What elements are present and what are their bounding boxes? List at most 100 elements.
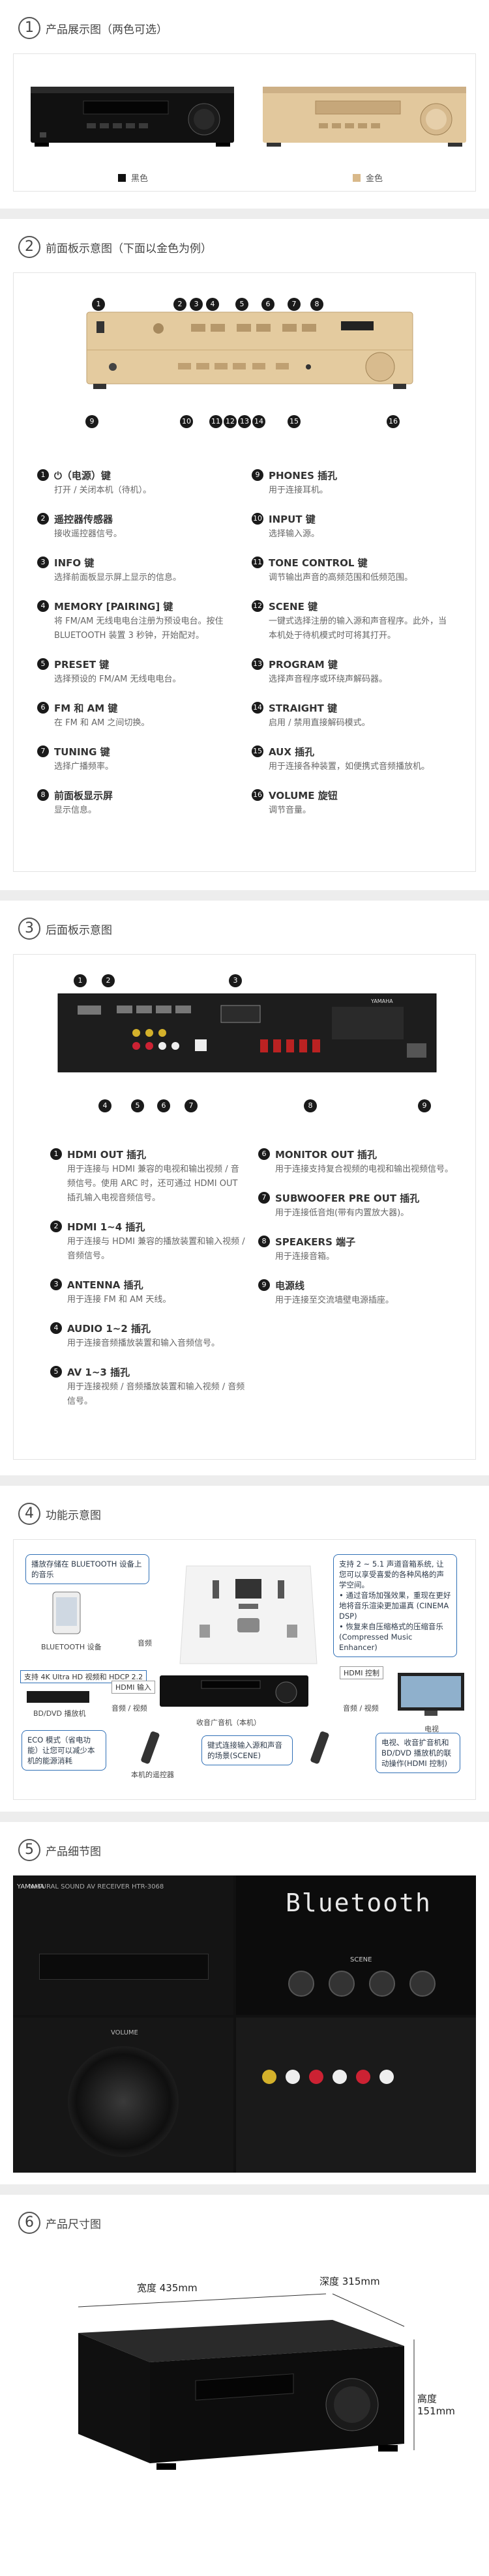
bd-player-image	[27, 1691, 89, 1703]
section-number: 3	[18, 918, 40, 940]
bt-note: 播放存储在 BLUETOOTH 设备上的音乐	[25, 1554, 149, 1584]
rear-callout-2: 2	[102, 974, 115, 987]
callout-2: 2	[173, 298, 186, 311]
callout-9: 9	[85, 415, 98, 428]
gold-receiver-image	[263, 87, 466, 147]
section-product-display: 1 产品展示图（两色可选）	[0, 0, 489, 209]
callout-7: 7	[288, 298, 301, 311]
rear-brand: YAMAHA	[370, 998, 393, 1004]
section-number: 2	[18, 236, 40, 258]
black-swatch	[118, 173, 126, 182]
gold-swatch	[353, 173, 361, 182]
detail-volume: VOLUME	[13, 2018, 233, 2173]
surround-note: 支持 2 ~ 5.1 声道音箱系统, 让您可以享受喜爱的各种风格的声学空间。 •…	[333, 1554, 457, 1657]
hdmi-link-note: 电视、收音扩音机和 BD/DVD 播放机的联动操作(HDMI 控制)	[376, 1733, 460, 1773]
product-photo-frame: 黑色 金色	[13, 53, 476, 192]
receiver-label: 收音广音机（本机）	[196, 1718, 261, 1727]
rear-callout-6: 6	[157, 1099, 170, 1112]
black-receiver-image	[31, 87, 234, 147]
section-function: 4 功能示意图 播放存储在 BLUETOOTH 设备上的音乐 BLUETOOTH…	[0, 1486, 489, 1812]
callout-13: 13	[238, 415, 251, 428]
front-item: 1⏻（电源）键打开 / 关闭本机（待机）。	[37, 469, 233, 498]
uhd-note: 支持 4K Ultra HD 视频和 HDCP 2.2	[20, 1670, 147, 1683]
remote-image	[141, 1731, 160, 1764]
gold-color-caption: 金色	[353, 171, 383, 184]
section-title: 功能示意图	[46, 1509, 101, 1522]
section-number: 1	[18, 17, 40, 39]
detail-display: Bluetooth SCENE	[236, 1875, 476, 2015]
audio-video-label: 音频 / 视频	[111, 1704, 147, 1713]
surround-note-text: 支持 2 ~ 5.1 声道音箱系统, 让您可以享受喜爱的各种风格的声学空间。	[339, 1559, 444, 1589]
surround-bullet-1: • 通过音场加强效果，重现在更好地将音乐渲染更加逼真 (CINEMA DSP)	[339, 1591, 451, 1621]
callout-14: 14	[252, 415, 265, 428]
tv-image	[398, 1673, 464, 1716]
scene-button	[288, 1971, 314, 1997]
jack	[356, 2070, 370, 2084]
detail-front-left: NATURAL SOUND AV RECEIVER HTR-3068 YAMAH…	[13, 1875, 233, 2015]
bt-device-image	[52, 1591, 81, 1634]
rear-callout-1: 1	[74, 974, 87, 987]
jack	[286, 2070, 300, 2084]
remote-label: 本机的遥控器	[131, 1771, 174, 1779]
scene-label: SCENE	[350, 1956, 372, 1963]
tv-remote-image	[310, 1731, 329, 1764]
width-dimension: 宽度 435mm	[137, 2282, 198, 2294]
callout-15: 15	[288, 415, 301, 428]
jack	[262, 2070, 276, 2084]
jack	[333, 2070, 347, 2084]
volume-label: VOLUME	[111, 2029, 138, 2036]
callout-6: 6	[261, 298, 274, 311]
volume-knob	[68, 2046, 179, 2157]
hdmi-in-label: HDMI 输入	[111, 1681, 155, 1694]
scene-button	[329, 1971, 355, 1997]
gold-label: 金色	[366, 174, 383, 184]
jack	[379, 2070, 394, 2084]
callout-4: 4	[206, 298, 219, 311]
section-title: 产品展示图（两色可选）	[46, 23, 168, 36]
rear-callout-3: 3	[229, 974, 242, 987]
section-number: 6	[18, 2212, 40, 2234]
section-number: 5	[18, 1839, 40, 1861]
room-layout-image	[179, 1565, 318, 1664]
detail-caption: NATURAL SOUND AV RECEIVER HTR-3068	[29, 1883, 164, 1890]
callout-1: 1	[92, 298, 105, 311]
rear-callout-7: 7	[185, 1099, 198, 1112]
callout-16: 16	[387, 415, 400, 428]
section-number: 4	[18, 1503, 40, 1525]
tv-label: 电视	[424, 1725, 439, 1733]
section-dimensions: 6 产品尺寸图 宽度 435mm 深度 315mm 高度 151mm	[0, 2195, 489, 2576]
section-title: 产品尺寸图	[46, 2218, 101, 2231]
surround-bullet-2: • 恢复来自压缩格式的压缩音乐 (Compressed Music Enhanc…	[339, 1622, 443, 1652]
section-header: 5 产品细节图	[18, 1839, 101, 1861]
detail-brand: YAMAHA	[17, 1883, 45, 1890]
rear-callout-9: 9	[418, 1099, 431, 1112]
section-header: 1 产品展示图（两色可选）	[18, 17, 168, 39]
detail-panel	[39, 1954, 209, 1980]
rear-callout-4: 4	[98, 1099, 111, 1112]
depth-dimension: 深度 315mm	[319, 2276, 380, 2287]
details-frame: NATURAL SOUND AV RECEIVER HTR-3068 YAMAH…	[13, 1875, 476, 2173]
scene-buttons	[288, 1971, 436, 1997]
section-details: 5 产品细节图 NATURAL SOUND AV RECEIVER HTR-30…	[0, 1822, 489, 2184]
black-color-caption: 黑色	[118, 171, 148, 184]
